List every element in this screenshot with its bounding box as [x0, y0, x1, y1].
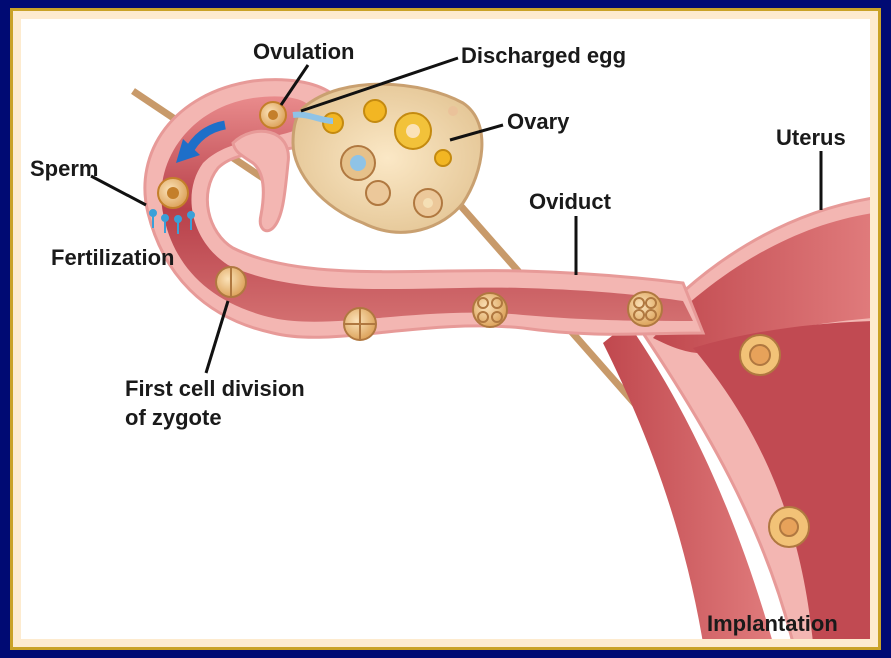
label-ovary: Ovary [507, 109, 569, 135]
label-oviduct: Oviduct [529, 189, 611, 215]
zygote-morula-2 [628, 292, 662, 326]
label-fertilization: Fertilization [51, 245, 174, 271]
fimbria [233, 131, 288, 230]
reproductive-tract-illustration [21, 19, 870, 639]
label-ovulation: Ovulation [253, 39, 354, 65]
label-of-zygote: of zygote [125, 405, 222, 431]
diagram-panel: Ovulation Discharged egg Ovary Sperm Fer… [21, 19, 870, 639]
diagram-frame: Ovulation Discharged egg Ovary Sperm Fer… [10, 8, 881, 650]
label-first-cell-division: First cell division [125, 376, 305, 402]
zygote-morula-1 [473, 293, 507, 327]
label-uterus: Uterus [776, 125, 846, 151]
label-implantation: Implantation [707, 611, 838, 637]
label-discharged-egg: Discharged egg [461, 43, 626, 69]
label-sperm: Sperm [30, 156, 98, 182]
